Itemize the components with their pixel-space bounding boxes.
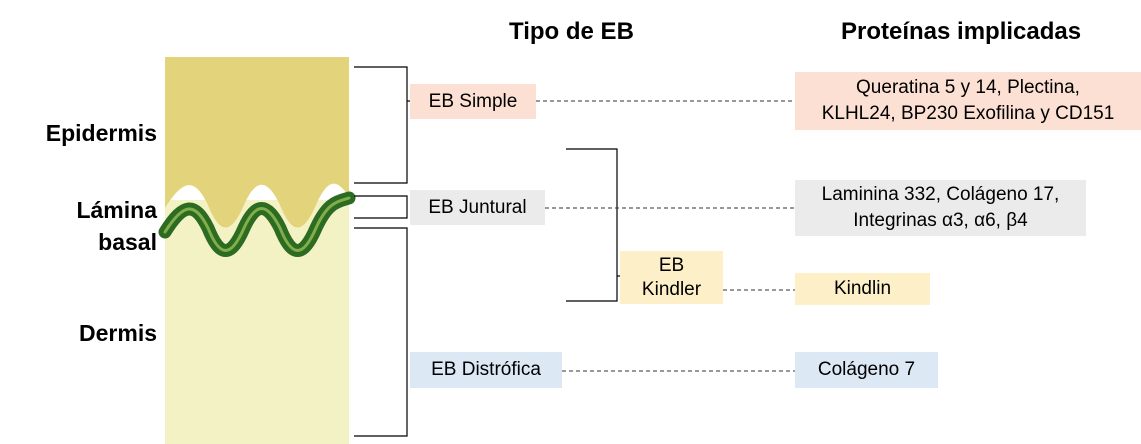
header-tipo-eb: Tipo de EB — [509, 18, 634, 45]
label-lamina-line2: basal — [98, 229, 157, 255]
proteins-simple-line2: KLHL24, BP230 Exofilina y CD151 — [821, 103, 1115, 124]
proteins-juntural-line2: Integrinas α3, α6, β4 — [853, 210, 1028, 231]
epidermis-layer — [165, 57, 349, 228]
proteins-juntural-line1: Laminina 332, Colágeno 17, — [821, 184, 1060, 205]
proteins-kindler-box: Kindlin — [795, 273, 930, 305]
bracket-lamina — [354, 195, 408, 219]
bracket-dermis — [354, 227, 408, 437]
eb-kindler-line2: Kindler — [641, 278, 702, 300]
eb-distrofica-box: EB Distrófica — [410, 352, 562, 388]
eb-juntural-label: EB Juntural — [428, 196, 527, 218]
proteins-simple-box: Queratina 5 y 14, Plectina, KLHL24, BP23… — [795, 72, 1141, 130]
dermis-layer — [165, 200, 349, 444]
proteins-juntural-box: Laminina 332, Colágeno 17, Integrinas α3… — [795, 180, 1086, 236]
eb-kindler-line1: EB — [658, 254, 685, 276]
label-lamina-basal: Lámina basal — [10, 194, 157, 258]
proteins-distrofica-label: Colágeno 7 — [817, 359, 916, 380]
eb-simple-label: EB Simple — [428, 90, 518, 112]
label-lamina-line1: Lámina — [76, 197, 157, 223]
bracket-epidermis — [354, 66, 410, 184]
header-proteinas: Proteínas implicadas — [841, 18, 1082, 45]
proteins-distrofica-box: Colágeno 7 — [795, 352, 938, 388]
eb-simple-box: EB Simple — [410, 84, 536, 119]
label-dermis: Dermis — [79, 320, 157, 346]
dashed-connectors — [536, 100, 795, 372]
bracket-kindler — [566, 148, 620, 302]
eb-kindler-box: EB Kindler — [620, 251, 723, 304]
proteins-simple-line1: Queratina 5 y 14, Plectina, — [856, 77, 1080, 98]
eb-distrofica-label: EB Distrófica — [431, 359, 541, 380]
eb-juntural-box: EB Juntural — [410, 190, 545, 225]
proteins-kindler-label: Kindlin — [833, 278, 892, 299]
label-epidermis: Epidermis — [45, 120, 157, 146]
